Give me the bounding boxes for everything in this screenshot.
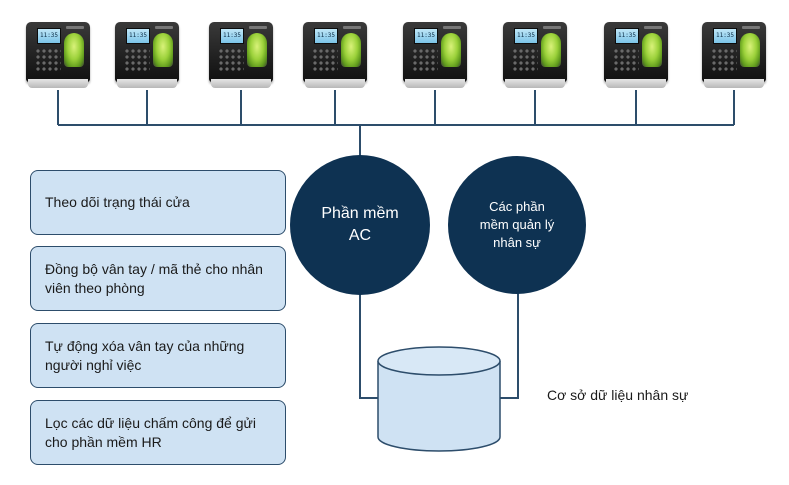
database-label: Cơ sở dữ liệu nhân sự [547, 387, 689, 403]
device-screen: 11:35 [220, 28, 244, 44]
fingerprint-terminal-icon: 11:35 [702, 22, 766, 90]
fingerprint-sensor-icon [642, 33, 662, 67]
feature-sync-fingerprint: Đồng bộ vân tay / mã thẻ cho nhân viên t… [30, 246, 286, 311]
hr-software-label: Các phần mềm quản lý nhân sự [479, 199, 555, 250]
fingerprint-terminal-icon: 11:35 [303, 22, 367, 90]
feature-auto-delete: Tự động xóa vân tay của những người nghỉ… [30, 323, 286, 388]
device-screen: 11:35 [713, 28, 737, 44]
device-screen: 11:35 [414, 28, 438, 44]
fingerprint-sensor-icon [541, 33, 561, 67]
ac-to-db-line [359, 294, 378, 399]
fingerprint-terminal-icon: 11:35 [604, 22, 668, 90]
feature-door-status: Theo dõi trạng thái cửa [30, 170, 286, 235]
fingerprint-terminal-icon: 11:35 [503, 22, 567, 90]
ac-software-node: Phần mềm AC [290, 155, 430, 295]
hr-software-node: Các phần mềm quản lý nhân sự [448, 156, 586, 294]
fingerprint-sensor-icon [441, 33, 461, 67]
fingerprint-sensor-icon [247, 33, 267, 67]
device-screen: 11:35 [314, 28, 338, 44]
fingerprint-sensor-icon [740, 33, 760, 67]
fingerprint-terminal-icon: 11:35 [26, 22, 90, 90]
feature-filter-attendance: Lọc các dữ liệu chấm công để gửi cho phầ… [30, 400, 286, 465]
device-screen: 11:35 [37, 28, 61, 44]
fingerprint-terminal-icon: 11:35 [209, 22, 273, 90]
fingerprint-terminal-icon: 11:35 [403, 22, 467, 90]
device-screen: 11:35 [126, 28, 150, 44]
connector-lines [57, 90, 735, 399]
feature-label: Theo dõi trạng thái cửa [45, 194, 190, 210]
feature-label: Tự động xóa vân tay của những người nghỉ… [45, 337, 245, 373]
device-screen: 11:35 [615, 28, 639, 44]
ac-software-label: Phần mềm AC [321, 205, 399, 244]
fingerprint-terminal-icon: 11:35 [115, 22, 179, 90]
fingerprint-sensor-icon [341, 33, 361, 67]
hr-to-db-line [500, 293, 519, 399]
fingerprint-sensor-icon [153, 33, 173, 67]
database-cylinder-icon [377, 346, 501, 452]
fingerprint-sensor-icon [64, 33, 84, 67]
feature-label: Đồng bộ vân tay / mã thẻ cho nhân viên t… [45, 260, 263, 296]
feature-label: Lọc các dữ liệu chấm công để gửi cho phầ… [45, 414, 256, 450]
device-screen: 11:35 [514, 28, 538, 44]
